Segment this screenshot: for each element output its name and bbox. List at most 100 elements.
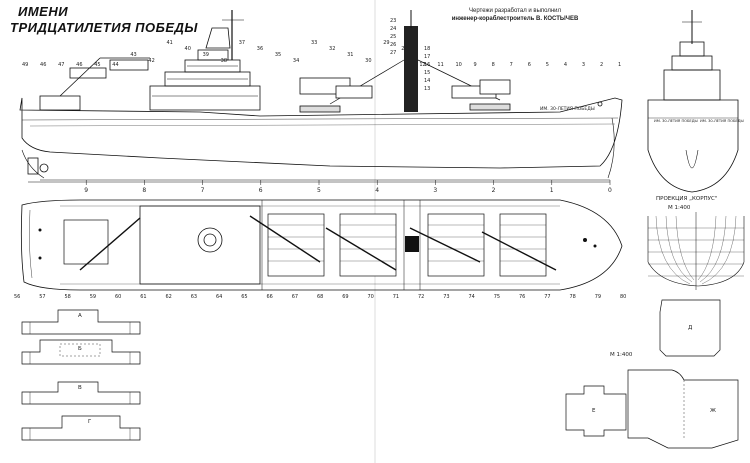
bow-bottom xyxy=(607,117,615,179)
callout-profile: 4 xyxy=(564,62,567,68)
callout-plan: 62 xyxy=(166,294,172,300)
parts-left xyxy=(21,309,141,441)
funnel-plan xyxy=(197,227,223,253)
callout-plan: 58 xyxy=(65,294,71,300)
parts-right xyxy=(565,299,739,449)
callout-plan: 78 xyxy=(570,294,576,300)
callout-plan: 70 xyxy=(368,294,374,300)
credits: Чертежи разработал и выполнил инженер-ко… xyxy=(400,7,630,23)
callout-mast: 15 xyxy=(424,70,430,76)
callout-mast: 27 xyxy=(390,50,396,56)
frame-number: 1 xyxy=(550,187,554,194)
callout-mast: 16 xyxy=(424,62,430,68)
frame-ruler: 0 1 2 3 4 5 6 7 8 9 xyxy=(28,180,612,194)
callout-profile: 49 xyxy=(22,62,28,68)
callout-plan: 80 xyxy=(620,294,626,300)
callout-profile: 8 xyxy=(492,62,495,68)
callout-profile: 44 xyxy=(112,62,118,68)
cargo-hatches xyxy=(63,213,547,277)
part-label-e: Е xyxy=(592,408,596,414)
frame-number: 7 xyxy=(201,187,205,194)
part-zh xyxy=(627,369,739,449)
callout-profile: 1 xyxy=(618,62,621,68)
frame-number: 2 xyxy=(492,187,496,194)
rudder xyxy=(27,157,39,175)
callout-profile: 42 xyxy=(148,58,154,64)
propeller xyxy=(39,163,49,173)
callout-mast: 14 xyxy=(424,78,430,84)
callout-plan: 64 xyxy=(216,294,222,300)
callout-profile: 40 xyxy=(185,46,191,52)
hull-outline xyxy=(19,97,623,169)
callout-profile: 34 xyxy=(293,58,299,64)
part-label-a: А xyxy=(78,313,82,319)
frame-number: 8 xyxy=(142,187,146,194)
callout-profile: 30 xyxy=(365,58,371,64)
frame-number: 3 xyxy=(433,187,437,194)
callout-plan: 73 xyxy=(443,294,449,300)
callout-profile: 38 xyxy=(221,58,227,64)
callout-profile: 46 xyxy=(40,62,46,68)
callout-plan: 68 xyxy=(317,294,323,300)
callout-plan: 77 xyxy=(544,294,550,300)
frame-number: 6 xyxy=(259,187,263,194)
callout-profile: 41 xyxy=(166,40,172,46)
front-view xyxy=(647,10,739,193)
hull-name-profile: ИМ. 30-ЛЕТИЯ ПОБЕДЫ xyxy=(540,106,595,112)
callout-mast: 13 xyxy=(424,86,430,92)
credits-line-1: Чертежи разработал и выполнил xyxy=(468,8,562,14)
deck-scale: М 1:400 xyxy=(610,352,633,358)
part-label-zh: Ж xyxy=(710,408,716,414)
callout-profile: 37 xyxy=(239,40,245,46)
callout-plan: 61 xyxy=(140,294,146,300)
callout-profile: 32 xyxy=(329,46,335,52)
part-label-g: Г xyxy=(88,419,92,425)
callout-mast: 26 xyxy=(390,42,396,48)
callout-profile: 39 xyxy=(203,52,209,58)
kingpost-mast xyxy=(404,26,418,112)
callout-mast: 25 xyxy=(390,34,396,40)
title-line-1: ИМЕНИ xyxy=(18,4,69,19)
frame-number: 0 xyxy=(608,187,612,194)
callout-plan: 74 xyxy=(469,294,475,300)
callout-profile: 2 xyxy=(600,62,603,68)
callout-profile: 10 xyxy=(455,62,461,68)
front-hull xyxy=(647,99,739,193)
callout-profile: 3 xyxy=(582,62,585,68)
callout-plan: 76 xyxy=(519,294,525,300)
part-label-v: В xyxy=(78,385,82,391)
callout-plan: 60 xyxy=(115,294,121,300)
deck-plan xyxy=(20,199,623,291)
title-line-2: ТРИДЦАТИЛЕТИЯ ПОБЕДЫ xyxy=(10,20,198,35)
callout-plan: 56 xyxy=(14,294,20,300)
part-d xyxy=(659,299,721,357)
callout-profile: 11 xyxy=(437,62,443,68)
deck-outline xyxy=(20,199,623,291)
projection-scale: М 1:400 xyxy=(668,205,691,211)
part-e xyxy=(565,385,627,437)
callout-plan: 72 xyxy=(418,294,424,300)
part-a xyxy=(21,309,141,335)
projection-label: ПРОЕКЦИЯ „КОРПУС" xyxy=(656,196,718,202)
callout-mast: 18 xyxy=(424,46,430,52)
frame-number: 9 xyxy=(84,187,88,194)
hull-name-front-r: ИМ. 30-ЛЕТИЯ ПОБЕДЫ xyxy=(700,119,744,123)
callout-plan: 65 xyxy=(241,294,247,300)
credits-line-2: инженер-кораблестроитель В. КОСТЫЧЕВ xyxy=(451,16,579,22)
callout-profile: 28 xyxy=(401,46,407,52)
callout-profile: 43 xyxy=(130,52,136,58)
part-g xyxy=(21,415,141,441)
callout-plan: 69 xyxy=(342,294,348,300)
superstructure-lower xyxy=(149,85,261,111)
callout-profile: 7 xyxy=(510,62,513,68)
callout-plan: 57 xyxy=(39,294,45,300)
part-label-d: Д xyxy=(688,325,693,331)
frame-number: 4 xyxy=(375,187,379,194)
callout-profile: 45 xyxy=(94,62,100,68)
side-profile xyxy=(19,10,623,181)
part-b xyxy=(21,339,141,365)
frame-number: 5 xyxy=(317,187,321,194)
part-label-b: Б xyxy=(78,346,82,352)
callout-profile: 35 xyxy=(275,52,281,58)
callout-mast: 23 xyxy=(390,18,396,24)
